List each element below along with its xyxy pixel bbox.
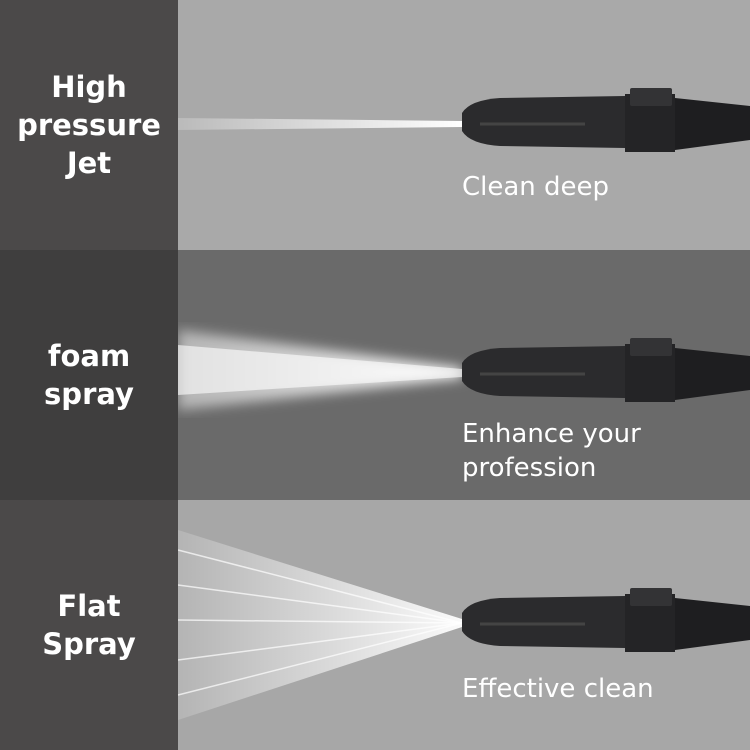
foam-core [178,345,462,395]
spray-streaks [177,549,463,696]
foam-spray-nozzle-illustration [178,330,750,410]
mode-caption: Effective clean [462,674,654,704]
mode-label-panel: High pressure Jet [0,0,178,250]
mode-row-high-pressure-jet: High pressure Jet Clean deep [0,0,750,250]
flat-spray-nozzle-illustration [177,530,750,720]
mode-label: foam spray [44,339,134,411]
jet-spray-nozzle-illustration [178,88,750,152]
nozzle-icon [462,88,750,152]
nozzle-icon [462,338,750,402]
mode-label-panel: foam spray [0,250,178,500]
mode-caption: Clean deep [462,172,610,202]
mode-row-flat-spray: Flat Spray Effective clean [0,500,750,750]
mode-label-panel: Flat Spray [0,500,178,750]
jet-stream [178,118,462,130]
mode-row-foam-spray: foam spray Enhance your profession [0,250,750,500]
mode-label: Flat Spray [42,589,136,661]
mode-caption: Enhance your profession [462,419,641,483]
mode-label: High pressure Jet [17,70,161,180]
nozzle-icon [462,588,750,652]
flat-spray-fan [178,530,462,720]
